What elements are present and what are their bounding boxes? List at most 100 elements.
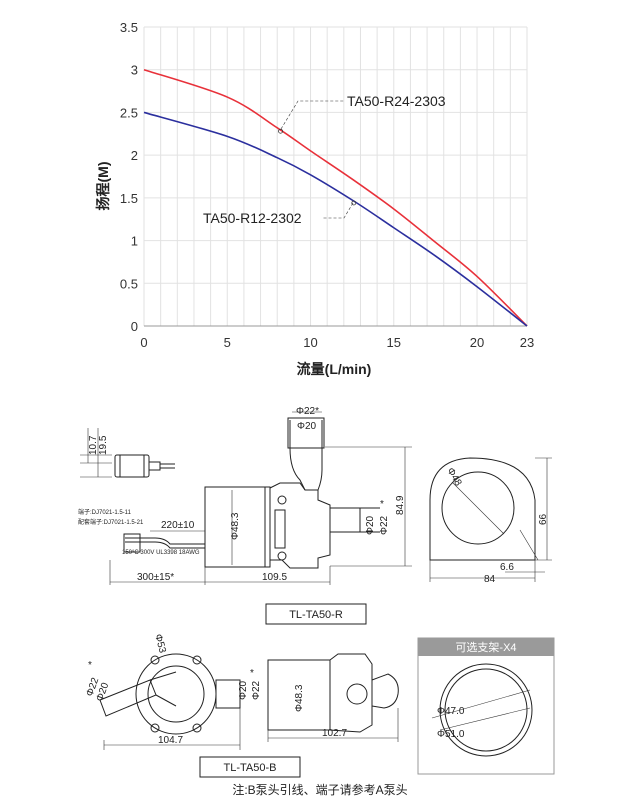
y-axis-label: 扬程(M) — [95, 162, 111, 211]
dim-6-6: 6.6 — [500, 562, 514, 573]
bracket-panel: 可选支架-X4 Φ47.0 Φ51.0 — [417, 637, 555, 775]
bracket-title-bar — [418, 638, 554, 656]
x-tick-label: 20 — [470, 335, 484, 350]
bracket-outer-ring — [439, 663, 533, 757]
pump-head — [269, 482, 331, 569]
dim-d48: Φ48 — [444, 466, 463, 488]
bracket-title: 可选支架-X4 — [455, 641, 516, 654]
screw — [192, 723, 202, 733]
dim-84-9: 84.9 — [395, 495, 406, 515]
dim-109-5: 109.5 — [262, 572, 287, 583]
y-tick-label: 3 — [131, 63, 138, 78]
callout-leader-r12 — [322, 202, 354, 219]
diameter-line — [439, 707, 531, 731]
dim-300: 300±15* — [137, 572, 174, 583]
b-pump-head — [329, 653, 373, 733]
chart-grid — [143, 26, 528, 327]
end-view-circle — [441, 471, 515, 545]
b-inlet — [371, 673, 399, 709]
x-axis-label: 流量(L/min) — [297, 361, 372, 377]
bracket-inner-ring — [444, 668, 528, 752]
y-tick-label: 2 — [131, 148, 138, 163]
screw — [277, 495, 287, 505]
series-line-1 — [143, 111, 528, 327]
dim-d22-side: Φ22 — [379, 515, 390, 535]
end-view-outline — [429, 457, 536, 561]
connector-detail: 10.7 19.5 — [80, 428, 175, 478]
dim-d20-top: Φ20 — [297, 421, 317, 432]
screw — [192, 655, 202, 665]
x-tick-label: 10 — [303, 335, 317, 350]
mating-terminal-spec: 配套端子:DJ7021-1.5-21 — [78, 518, 144, 526]
dim-d47: Φ47.0 — [437, 706, 465, 717]
caption-b: TL-TA50-B — [224, 762, 277, 774]
dim-d20-side: Φ20 — [365, 515, 376, 535]
dim-star-b: * — [250, 668, 254, 679]
b-nozzle-root — [149, 671, 177, 707]
screw — [150, 655, 160, 665]
callout-leader-r24 — [280, 100, 344, 130]
x-tick-label: 23 — [520, 335, 534, 350]
screw — [150, 723, 160, 733]
dim-star-side: * — [380, 499, 384, 510]
dim-d20-b: Φ20 — [238, 680, 249, 700]
series-line-0 — [143, 68, 528, 327]
caption-box-b — [199, 756, 301, 778]
wire-spec: 150°C 300V UL3398 18AWG — [122, 550, 200, 556]
annotation-marker-0 — [278, 128, 283, 134]
dim-star-angled: * — [88, 660, 92, 671]
cable-connector — [123, 533, 141, 553]
chart-series — [143, 68, 528, 327]
x-tick-label: 5 — [224, 335, 231, 350]
pump-drawing-r: 10.7 19.5 端子:DJ7021-1.5-11 配套端子:DJ7021-1… — [78, 406, 552, 625]
x-tick-label: 0 — [140, 335, 147, 350]
annotation-marker-1 — [351, 200, 357, 206]
dim-d51: Φ51.0 — [437, 729, 465, 740]
dim-66: 66 — [538, 513, 549, 525]
terminal-spec: 端子:DJ7021-1.5-11 — [78, 508, 132, 516]
dim-220: 220±10 — [161, 520, 195, 531]
pump-drawing-b: Φ53 Φ22 Φ20 * Φ22 Φ20 * 104.7 Φ48.3 102.… — [84, 633, 399, 778]
dim-10-7: 10.7 — [88, 435, 99, 455]
dim-d22-b: Φ22 — [251, 680, 262, 700]
y-tick-label: 1.5 — [120, 191, 138, 206]
dim-d53: Φ53 — [152, 633, 168, 655]
dim-84: 84 — [484, 574, 496, 585]
screw — [277, 551, 287, 561]
dim-d22-top: Φ22* — [296, 406, 319, 417]
bracket-foot — [519, 529, 539, 561]
y-tick-label: 2.5 — [120, 105, 138, 120]
cable — [125, 537, 205, 545]
caption-r: TL-TA50-R — [289, 609, 343, 621]
outlet-nozzle — [329, 507, 361, 533]
y-tick-label: 1 — [131, 234, 138, 249]
y-tick-label: 0 — [131, 319, 138, 334]
b-outlet — [215, 679, 241, 709]
dim-19-5: 19.5 — [98, 435, 109, 455]
dim-104-7: 104.7 — [158, 735, 183, 746]
inlet-nozzle — [287, 417, 325, 449]
y-tick-label: 3.5 — [120, 20, 138, 35]
connector-body — [114, 454, 150, 478]
dim-102-7: 102.7 — [322, 728, 347, 739]
y-tick-label: 0.5 — [120, 276, 138, 291]
b-head-inner — [147, 665, 205, 723]
x-tick-labels: 0 5 10 15 20 23 — [140, 335, 534, 350]
dim-d48-3-b: Φ48.3 — [294, 684, 305, 712]
cable — [125, 541, 205, 549]
performance-chart: 0 0.5 1 1.5 2 2.5 3 3.5 0 5 10 15 20 23 流量(L/min) 扬程… — [95, 20, 534, 377]
b-port — [346, 683, 368, 705]
connector-lug — [149, 461, 161, 471]
caption-box-r — [265, 603, 367, 625]
pump-end-view: Φ48 66 84 6.6 — [429, 457, 552, 585]
diameter-line — [451, 481, 505, 535]
footnote: 注:B泵头引线、端子请参考A泵头 — [232, 782, 407, 797]
series-label-r12: TA50-R12-2302 — [203, 210, 302, 226]
x-tick-label: 15 — [387, 335, 401, 350]
pump-rib — [274, 509, 286, 549]
dim-d48-3: Φ48.3 — [230, 512, 241, 540]
series-label-r24: TA50-R24-2303 — [347, 93, 446, 109]
diameter-line — [431, 689, 531, 719]
y-tick-labels: 0 0.5 1 1.5 2 2.5 3 3.5 — [120, 20, 138, 334]
